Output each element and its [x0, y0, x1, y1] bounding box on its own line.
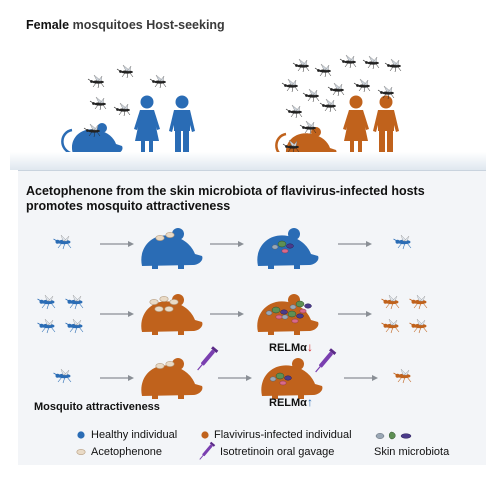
arrow-icon — [337, 310, 373, 318]
mosquito-attractiveness-label: Mosquito attractiveness — [34, 401, 160, 413]
mosquito-icon — [53, 368, 72, 384]
divider-band — [10, 152, 486, 170]
mosquito-group-icon — [381, 294, 428, 334]
legend-acetophenone-label: Acetophenone — [91, 446, 162, 458]
mosquito-icon — [393, 234, 412, 250]
top-title: Female mosquitoes Host-seeking — [26, 18, 225, 33]
legend-isotretinoin-marker — [199, 441, 216, 460]
row-2 — [37, 294, 428, 335]
legend-microbiota-label: Skin microbiota — [374, 446, 450, 458]
legend-healthy-label: Healthy individual — [91, 429, 178, 441]
syringe-icon — [315, 347, 337, 373]
relm-up-arrow-icon: ↑ — [306, 395, 313, 409]
legend-infected-marker — [201, 431, 209, 439]
relm-label-row-2: RELMα↓ — [269, 340, 313, 354]
panel-title-line-2: promotes mosquito attractiveness — [26, 199, 231, 213]
arrow-icon — [99, 310, 135, 318]
arrow-icon — [337, 240, 373, 248]
legend-isotretinoin-label: Isotretinoin oral gavage — [220, 446, 335, 458]
syringe-icon — [197, 345, 219, 371]
arrow-icon — [99, 374, 135, 382]
arrow-icon — [343, 374, 379, 382]
arrow-icon — [217, 374, 253, 382]
legend-microbiota-marker — [375, 431, 412, 440]
mosquito-group-icon — [37, 294, 84, 334]
row-3 — [53, 345, 412, 399]
arrow-icon — [209, 310, 245, 318]
healthy-mouse-icon — [257, 228, 319, 269]
relm-down-arrow-icon: ↓ — [306, 340, 313, 354]
relm-label-row-3: RELMα↑ — [269, 395, 313, 409]
top-title-rest: mosquitoes Host-seeking — [72, 18, 225, 32]
mosquito-icon — [393, 368, 412, 384]
relm-text: RELMα — [269, 397, 307, 409]
mechanism-panel — [18, 170, 486, 465]
arrow-icon — [209, 240, 245, 248]
panel-title: Acetophenone from the skin microbiota of… — [26, 184, 425, 214]
arrow-icon — [99, 240, 135, 248]
top-title-prefix: Female — [26, 18, 70, 32]
relm-text: RELMα — [269, 342, 307, 354]
legend-healthy-marker — [77, 431, 85, 439]
legend-acetophenone-marker — [76, 449, 86, 455]
legend-infected-label: Flavivirus-infected individual — [214, 429, 352, 441]
panel-title-line-1: Acetophenone from the skin microbiota of… — [26, 184, 425, 198]
row-1 — [53, 228, 412, 269]
mosquito-icon — [53, 234, 72, 250]
